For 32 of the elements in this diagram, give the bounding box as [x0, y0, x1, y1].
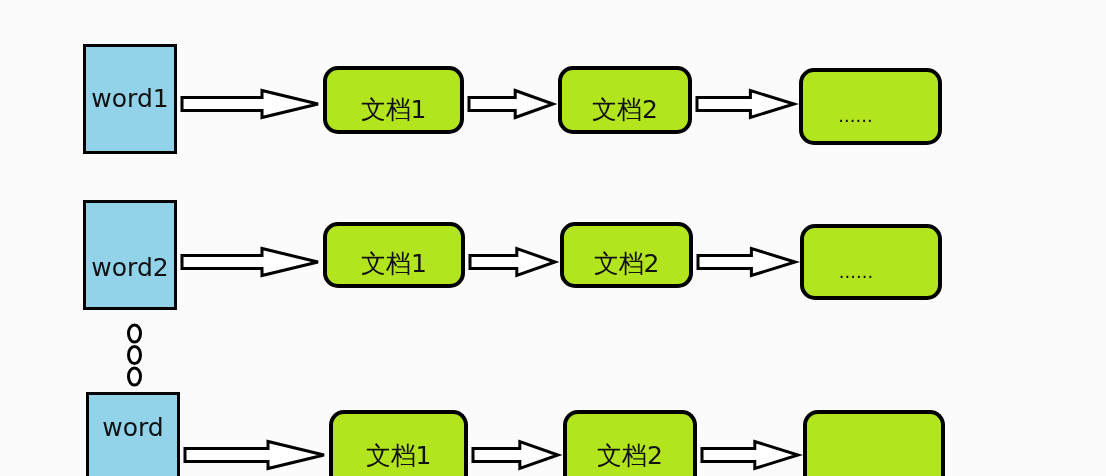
document-box: [329, 410, 468, 476]
term-label: word1: [91, 84, 169, 114]
document-box: [323, 222, 465, 288]
document-box: [558, 66, 692, 134]
document-box: [560, 222, 693, 288]
hollow-arrow: [696, 246, 801, 278]
hollow-arrow: [695, 88, 800, 120]
hollow-arrow: [700, 439, 804, 471]
hollow-arrow: [467, 88, 558, 120]
document-label: 文档1: [360, 95, 427, 125]
hollow-arrow: [471, 439, 563, 471]
ellipsis-text: ......: [838, 261, 874, 283]
document-label: 文档2: [597, 441, 663, 471]
term-box: [83, 44, 177, 154]
term-box: [83, 200, 177, 310]
hollow-arrow: [468, 246, 560, 278]
ellipsis-text: ......: [838, 106, 873, 127]
document-box: [563, 410, 697, 476]
hollow-arrow: [180, 246, 320, 278]
term-label: word: [102, 414, 164, 443]
document-box: [799, 68, 942, 145]
document-label: 文档2: [592, 95, 658, 125]
document-box: [803, 410, 945, 476]
document-label: 文档2: [593, 249, 660, 279]
hollow-arrow: [180, 88, 320, 120]
hollow-arrow: [183, 439, 326, 471]
term-box: [86, 392, 180, 476]
term-label: word2: [91, 253, 169, 283]
document-box: [323, 66, 464, 134]
document-label: 文档1: [361, 249, 427, 279]
document-box: [800, 224, 942, 300]
document-label: 文档1: [365, 441, 432, 471]
